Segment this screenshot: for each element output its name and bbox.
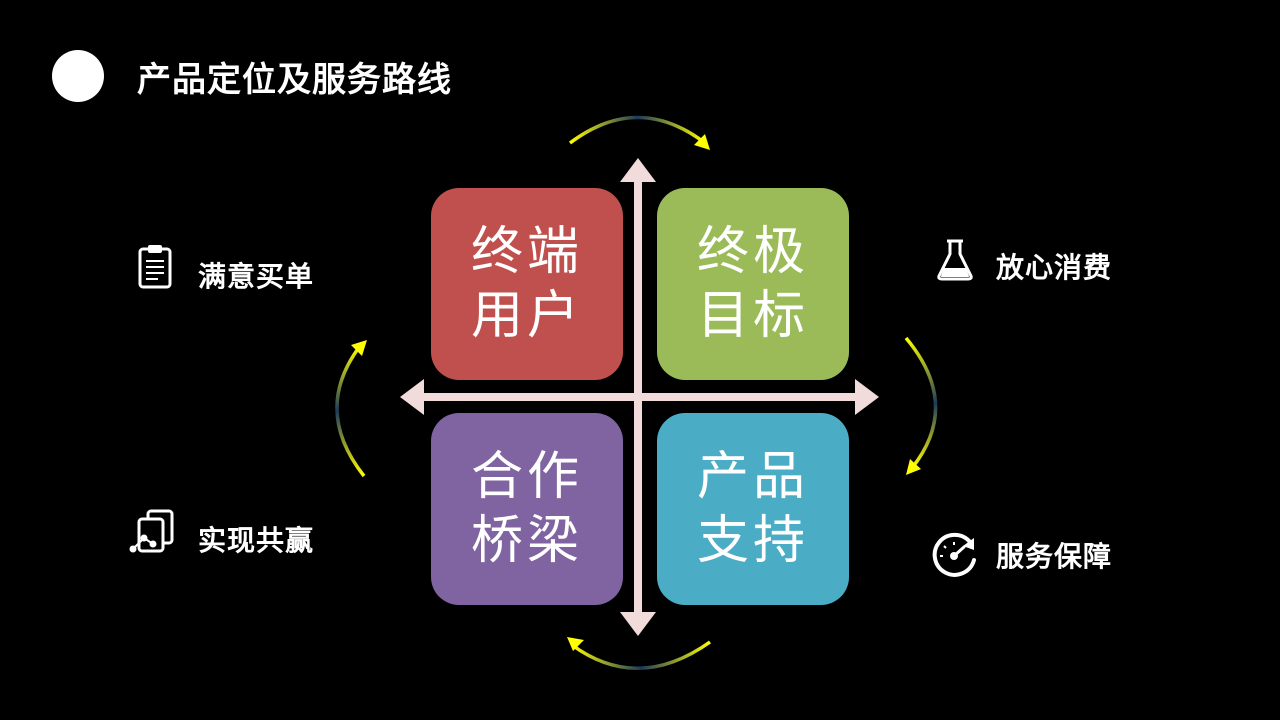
quadrant-text-line1: 终端 bbox=[470, 222, 583, 282]
quadrant-text-line1: 终极 bbox=[696, 222, 809, 282]
curved-arrow-top bbox=[568, 115, 710, 150]
label-satisfied-purchase: 满意买单 bbox=[198, 260, 315, 293]
speedometer-icon bbox=[932, 532, 976, 577]
network-cards-icon bbox=[129, 509, 174, 553]
quadrant-product-support: 产品 支持 bbox=[657, 413, 849, 605]
horizontal-axis-arrow bbox=[400, 379, 879, 415]
quadrant-terminal-users: 终端 用户 bbox=[431, 188, 623, 380]
quadrant-text-line1: 产品 bbox=[696, 447, 809, 507]
curved-arrow-bottom bbox=[567, 637, 712, 670]
curved-arrow-left bbox=[335, 340, 367, 478]
title-bullet-circle bbox=[52, 50, 104, 102]
page-title: 产品定位及服务路线 bbox=[137, 60, 452, 100]
quadrant-text-line2: 桥梁 bbox=[470, 511, 583, 571]
quadrant-text-line2: 目标 bbox=[696, 286, 809, 346]
curved-arrow-right bbox=[904, 336, 938, 475]
label-win-win: 实现共赢 bbox=[198, 524, 315, 557]
quadrant-ultimate-goal: 终极 目标 bbox=[657, 188, 849, 380]
label-service-guarantee: 服务保障 bbox=[996, 540, 1113, 573]
label-assured-consumption: 放心消费 bbox=[996, 251, 1113, 284]
clipboard-icon bbox=[138, 245, 172, 289]
quadrant-text-line1: 合作 bbox=[470, 447, 583, 507]
quadrant-text-line2: 支持 bbox=[696, 511, 809, 571]
flask-icon bbox=[937, 239, 973, 281]
quadrant-text-line2: 用户 bbox=[470, 286, 583, 346]
quadrant-cooperation-bridge: 合作 桥梁 bbox=[431, 413, 623, 605]
